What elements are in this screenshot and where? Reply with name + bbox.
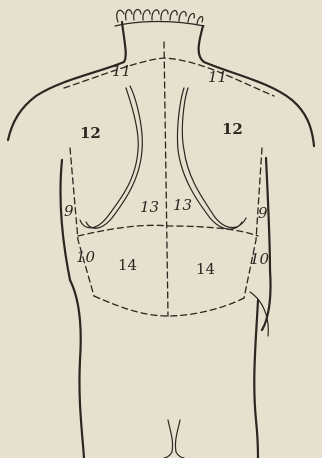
label-11-right: 11 xyxy=(208,68,227,86)
label-10-right: 10 xyxy=(250,250,270,268)
label-9-left: 9 xyxy=(64,202,74,220)
label-14-left: 14 xyxy=(118,256,137,274)
label-13-right: 13 xyxy=(173,196,192,214)
label-13-left: 13 xyxy=(140,198,159,216)
scapulae xyxy=(80,86,246,229)
cleft xyxy=(164,420,184,458)
label-9-right: 9 xyxy=(258,204,268,222)
hair xyxy=(115,9,204,26)
label-10-left: 10 xyxy=(76,248,96,266)
region-boundaries xyxy=(64,42,274,316)
body-outline xyxy=(8,22,314,458)
label-14-right: 14 xyxy=(196,260,215,278)
label-12-left: 12 xyxy=(80,124,101,142)
label-11-left: 11 xyxy=(112,62,131,80)
label-12-right: 12 xyxy=(222,120,243,138)
